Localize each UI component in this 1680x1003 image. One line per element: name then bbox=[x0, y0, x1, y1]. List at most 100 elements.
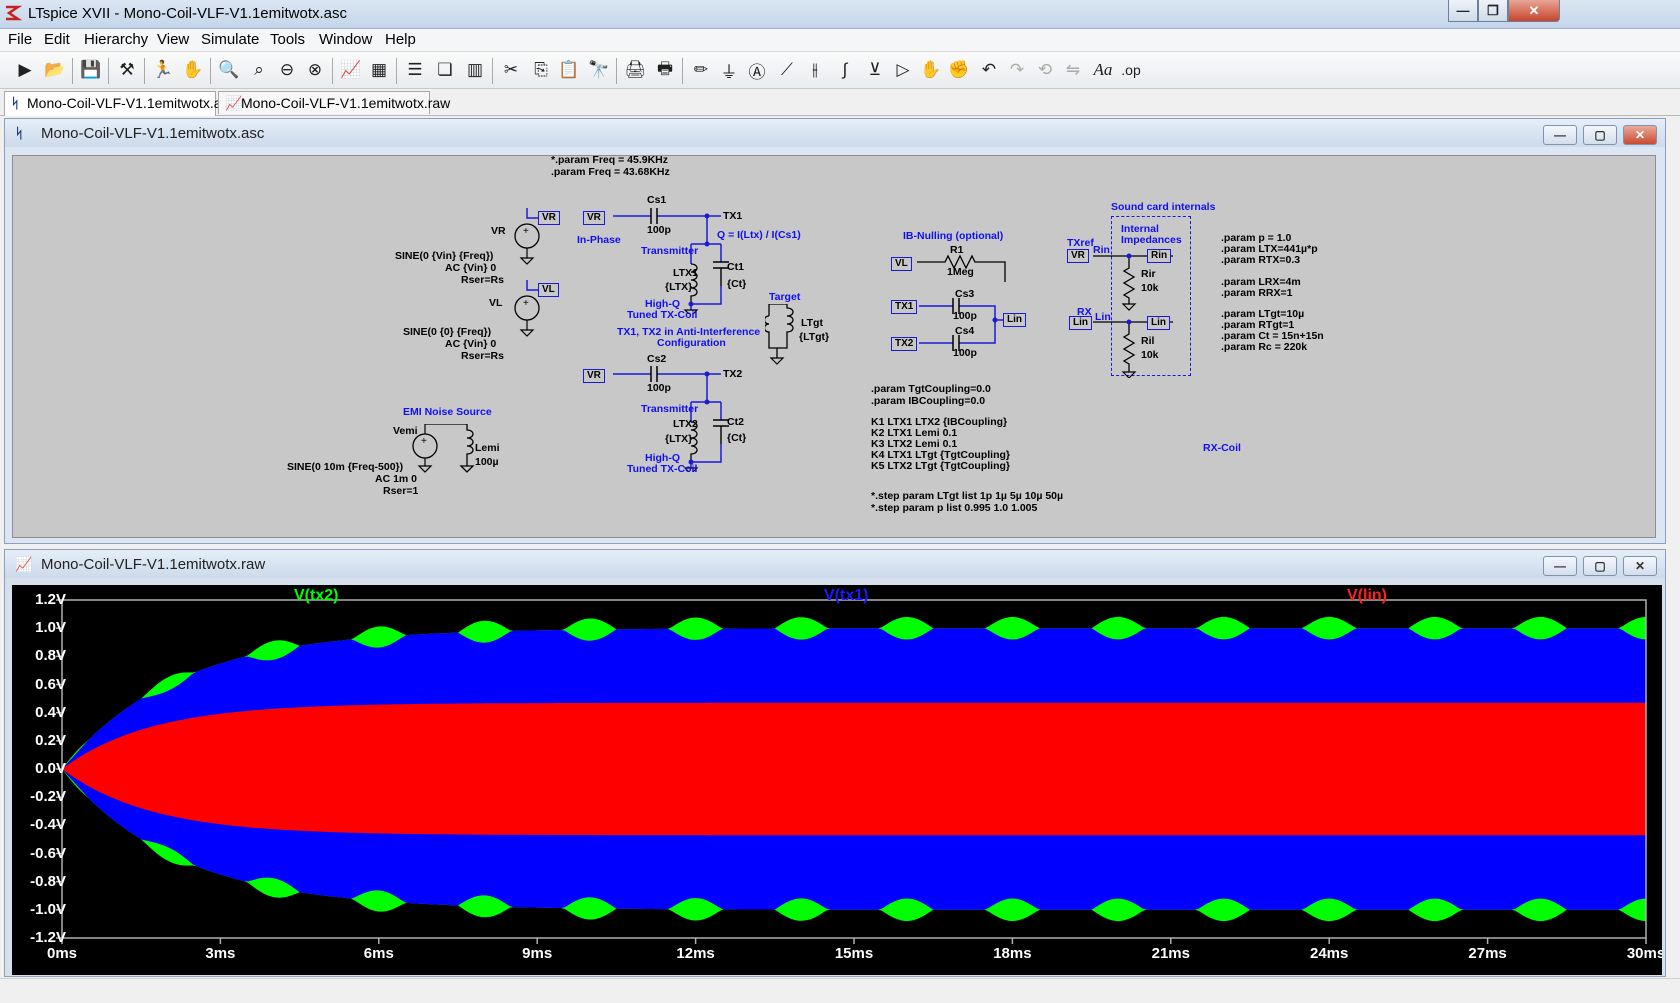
trace-label-vtx1[interactable]: V(tx1) bbox=[824, 587, 868, 605]
schematic-close-button[interactable]: ✕ bbox=[1623, 125, 1657, 145]
schematic-maximize-button[interactable]: ▢ bbox=[1583, 125, 1617, 145]
text-icon[interactable]: Aa bbox=[1090, 58, 1116, 82]
net-label-tx1[interactable]: TX1 bbox=[891, 300, 917, 314]
svg-text:+: + bbox=[421, 436, 427, 447]
open-icon[interactable]: 📂 bbox=[42, 58, 68, 82]
schematic-window-titlebar: ᛋ Mono-Coil-VLF-V1.1emitwotx.asc — ▢ ✕ bbox=[5, 119, 1665, 147]
vr-ac-text: AC {Vin} 0 bbox=[445, 262, 496, 274]
x-tick-label: 12ms bbox=[666, 945, 726, 962]
restore-window-button[interactable]: ❐ bbox=[1478, 0, 1508, 22]
trace-label-vlin[interactable]: V(lin) bbox=[1347, 587, 1387, 605]
label-net-icon[interactable]: Ⓐ bbox=[744, 58, 770, 82]
net-label-lin-sum[interactable]: Lin bbox=[1003, 313, 1026, 327]
tile-horizontal-icon[interactable]: ☰ bbox=[402, 58, 428, 82]
minimize-window-button[interactable]: — bbox=[1448, 0, 1478, 22]
copy-icon[interactable]: ⎘ bbox=[528, 58, 554, 82]
ltx1-name: LTX1 bbox=[673, 267, 698, 279]
net-label-vr[interactable]: VR bbox=[538, 211, 560, 225]
svg-text:+: + bbox=[523, 298, 529, 309]
tab-schematic[interactable]: ᛋMono-Coil-VLF-V1.1emitwotx.asc bbox=[4, 91, 216, 116]
tile-vertical-icon[interactable]: ▥ bbox=[462, 58, 488, 82]
net-label-lin-out[interactable]: Lin bbox=[1147, 316, 1170, 330]
y-tick-label: -1.0V bbox=[18, 901, 66, 918]
capacitor-icon[interactable]: ⫲ bbox=[802, 58, 828, 82]
component-icon[interactable]: ▷ bbox=[890, 58, 916, 82]
schematic-canvas[interactable]: *.param Freq = 45.9KHz .param Freq = 43.… bbox=[12, 155, 1656, 538]
x-tick-label: 21ms bbox=[1141, 945, 1201, 962]
menu-tools[interactable]: Tools bbox=[270, 31, 305, 48]
menu-simulate[interactable]: Simulate bbox=[201, 31, 259, 48]
x-tick-label: 3ms bbox=[190, 945, 250, 962]
inductor-icon[interactable]: ∫ bbox=[832, 58, 858, 82]
tab-waveform[interactable]: 📈Mono-Coil-VLF-V1.1emitwotx.raw bbox=[218, 91, 430, 114]
ground-icon[interactable]: ⏚ bbox=[716, 58, 742, 82]
menu-help[interactable]: Help bbox=[385, 31, 416, 48]
net-label-vr-tx2[interactable]: VR bbox=[583, 369, 605, 383]
x-tick-label: 15ms bbox=[824, 945, 884, 962]
net-label-vl-r1[interactable]: VL bbox=[891, 257, 912, 271]
zoom-in-icon[interactable]: 🔍 bbox=[216, 58, 242, 82]
netlist-icon[interactable]: ▦ bbox=[366, 58, 392, 82]
net-label-lin-rx[interactable]: Lin bbox=[1069, 316, 1092, 330]
autorange-icon[interactable]: 📈 bbox=[338, 58, 364, 82]
drag-icon[interactable]: ✊ bbox=[946, 58, 972, 82]
menu-view[interactable]: View bbox=[157, 31, 189, 48]
print-icon[interactable]: 🖶 bbox=[652, 58, 678, 82]
ril-value: 10k bbox=[1141, 349, 1159, 361]
schematic-minimize-button[interactable]: — bbox=[1543, 125, 1577, 145]
menu-hierarchy[interactable]: Hierarchy bbox=[84, 31, 148, 48]
redo-icon[interactable]: ↷ bbox=[1004, 58, 1030, 82]
net-label-rin[interactable]: Rin bbox=[1147, 249, 1171, 263]
undo-icon[interactable]: ↶ bbox=[976, 58, 1002, 82]
draw-wire-icon[interactable]: ✏ bbox=[688, 58, 714, 82]
window-titlebar: LTspice XVII - Mono-Coil-VLF-V1.1emitwot… bbox=[0, 0, 1680, 29]
run-icon[interactable]: ▶ bbox=[12, 58, 38, 82]
waveform-minimize-button[interactable]: — bbox=[1543, 556, 1577, 576]
toolbar: ▶ 📂 💾 ⚒ 🏃 ✋ 🔍 ⌕ ⊖ ⊗ 📈 ▦ ☰ ❏ ▥ ✂ ⎘ 📋 🔭 🖨 … bbox=[0, 52, 1680, 89]
resistor-icon[interactable]: ⟋ bbox=[774, 58, 800, 82]
control-panel-icon[interactable]: ⚒ bbox=[114, 58, 140, 82]
schematic-icon: ᛋ bbox=[15, 125, 35, 141]
pan-icon[interactable]: ✋ bbox=[180, 58, 206, 82]
zoom-cancel-icon[interactable]: ⊗ bbox=[302, 58, 328, 82]
save-icon[interactable]: 💾 bbox=[78, 58, 104, 82]
vr-sine-text: SINE(0 {Vin} {Freq}) bbox=[395, 250, 493, 262]
emi-circuit[interactable]: + bbox=[411, 424, 481, 484]
document-tabs: ᛋMono-Coil-VLF-V1.1emitwotx.asc 📈Mono-Co… bbox=[0, 89, 1680, 116]
net-label-tx2[interactable]: TX2 bbox=[891, 337, 917, 351]
net-label-vl[interactable]: VL bbox=[538, 283, 559, 297]
diode-icon[interactable]: ⊻ bbox=[862, 58, 888, 82]
summing-caps[interactable] bbox=[919, 294, 1049, 354]
menu-edit[interactable]: Edit bbox=[44, 31, 70, 48]
move-icon[interactable]: ✋ bbox=[918, 58, 944, 82]
spice-directive-icon[interactable]: .op bbox=[1118, 58, 1144, 82]
waveform-plot[interactable]: V(tx2) V(tx1) V(lin) 1.2V1.0V0.8V0.6V0.4… bbox=[12, 585, 1662, 975]
zoom-area-icon[interactable]: ⌕ bbox=[246, 58, 272, 82]
ltx1-value: {LTX} bbox=[665, 281, 692, 293]
waveform-maximize-button[interactable]: ▢ bbox=[1583, 556, 1617, 576]
find-icon[interactable]: 🔭 bbox=[586, 58, 612, 82]
ltx2-value: {LTX} bbox=[665, 433, 692, 445]
halt-icon[interactable]: 🏃 bbox=[150, 58, 176, 82]
status-bar bbox=[0, 978, 1680, 1003]
vr-rser-text: Rser=Rs bbox=[461, 274, 504, 286]
y-tick-label: -0.8V bbox=[18, 873, 66, 890]
mirror-icon[interactable]: ⇋ bbox=[1060, 58, 1086, 82]
txref-label: TXref bbox=[1067, 237, 1094, 249]
y-tick-label: 0.0V bbox=[18, 760, 66, 777]
menu-file[interactable]: File bbox=[8, 31, 32, 48]
net-label-vr-txref[interactable]: VR bbox=[1067, 249, 1089, 263]
paste-icon[interactable]: 📋 bbox=[556, 58, 582, 82]
print-setup-icon[interactable]: 🖨 bbox=[622, 58, 648, 82]
tab-schematic-label: Mono-Coil-VLF-V1.1emitwotx.asc bbox=[27, 95, 236, 111]
cascade-icon[interactable]: ❏ bbox=[432, 58, 458, 82]
cut-icon[interactable]: ✂ bbox=[498, 58, 524, 82]
trace-label-vtx2[interactable]: V(tx2) bbox=[294, 587, 338, 605]
close-window-button[interactable]: ✕ bbox=[1508, 0, 1560, 22]
zoom-out-icon[interactable]: ⊖ bbox=[274, 58, 300, 82]
rotate-icon[interactable]: ⟲ bbox=[1032, 58, 1058, 82]
ltgt-name: LTgt bbox=[801, 317, 823, 329]
menu-window[interactable]: Window bbox=[319, 31, 372, 48]
waveform-close-button[interactable]: ✕ bbox=[1623, 556, 1657, 576]
net-label-vr-tx1[interactable]: VR bbox=[583, 211, 605, 225]
